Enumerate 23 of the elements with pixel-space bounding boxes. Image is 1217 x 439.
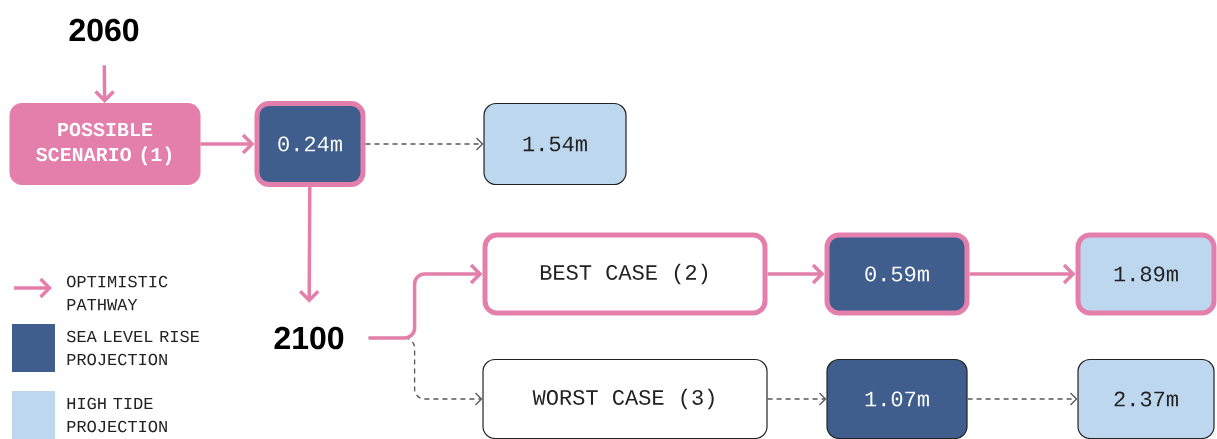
year-label: 2060 xyxy=(69,18,139,42)
legend-text: SEA LEVEL RISE PROJECTION xyxy=(66,330,200,366)
high-tide-box: 1.89m xyxy=(1075,232,1217,316)
sea-level-box: 1.07m xyxy=(826,358,968,439)
sea-level-box: 0.24m xyxy=(254,101,366,187)
arrow xyxy=(364,137,484,151)
arrow xyxy=(368,263,483,340)
sea-level-box: 0.59m xyxy=(824,232,970,316)
arrow xyxy=(94,65,115,103)
high-tide-box: 2.37m xyxy=(1077,358,1215,439)
arrow xyxy=(767,263,825,285)
legend-text: OPTIMISTIC PATHWAY xyxy=(67,275,168,311)
arrow xyxy=(200,133,255,155)
arrow xyxy=(966,392,1078,406)
legend-text: HIGH TIDE PROJECTION xyxy=(67,397,167,433)
arrow xyxy=(299,187,320,303)
case-box: BEST CASE (2) xyxy=(482,232,768,316)
case-box: WORST CASE (3) xyxy=(482,358,768,439)
year-label: 2100 xyxy=(274,326,344,350)
arrow xyxy=(969,263,1076,285)
arrow xyxy=(766,392,827,406)
high-tide-box: 1.54m xyxy=(483,102,627,186)
scenario-box: POSSIBLE SCENARIO (1) xyxy=(9,103,201,185)
